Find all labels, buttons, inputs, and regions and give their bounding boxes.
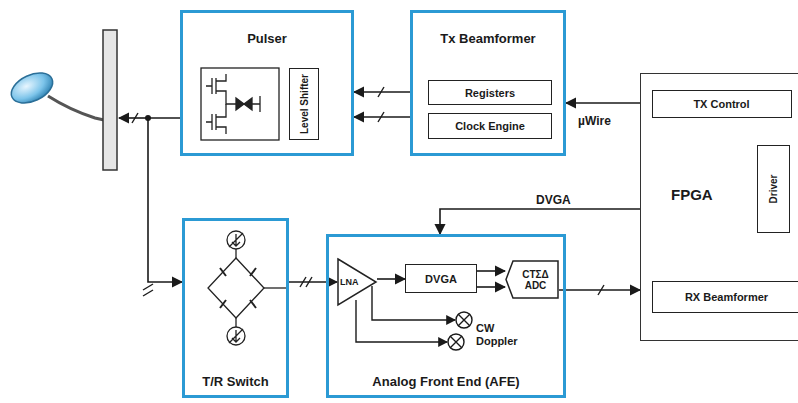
connector-arrow bbox=[289, 281, 337, 283]
node-text: LNA bbox=[340, 277, 359, 287]
transistor-symbol bbox=[201, 68, 279, 140]
clock-engine-box: Clock Engine bbox=[428, 113, 552, 139]
connector-arrow bbox=[440, 209, 640, 234]
transducer-array bbox=[103, 30, 117, 170]
connector-arrow bbox=[148, 118, 182, 282]
tr-switch-block: T/R Switch bbox=[182, 218, 289, 398]
ultrasound-probe bbox=[7, 67, 104, 120]
connector-arrow bbox=[477, 286, 505, 288]
fpga-block: FPGA TX ControlDriver RX Beamformer bbox=[640, 73, 798, 341]
adc-box: CTΣΔ ADC bbox=[505, 260, 559, 299]
signal-label: µWire bbox=[578, 114, 611, 128]
driver-box: Driver bbox=[757, 145, 790, 233]
node-text: Analog Front End (AFE) bbox=[329, 374, 563, 389]
node-text: Driver bbox=[768, 174, 779, 203]
node-text: Clock Engine bbox=[429, 114, 551, 138]
node-text: T/R Switch bbox=[185, 374, 286, 389]
node-text: DVGA bbox=[406, 265, 476, 292]
node-text: TX Control bbox=[653, 91, 791, 117]
connector-arrow bbox=[559, 289, 640, 291]
afe-block: Analog Front End (AFE) LNA DVGA CTΣΔ ADC bbox=[326, 234, 566, 398]
connector-arrow bbox=[477, 270, 505, 272]
diode-bridge bbox=[208, 231, 288, 345]
annotation-label: CW Doppler bbox=[476, 322, 534, 347]
connector-arrow bbox=[354, 91, 410, 93]
wire bbox=[119, 117, 148, 119]
connector-arrow bbox=[566, 102, 640, 104]
dvga-box: DVGA bbox=[405, 264, 477, 293]
connector-arrow bbox=[377, 278, 405, 280]
connector-arrow bbox=[354, 116, 410, 118]
tx-beamformer-block: Tx BeamformerRegistersClock Engine bbox=[410, 10, 566, 156]
lna-amplifier: LNA bbox=[337, 258, 377, 306]
tx-control-box: TX Control bbox=[652, 90, 792, 118]
node-text: CTΣΔ ADC bbox=[514, 268, 557, 291]
signal-label: DVGA bbox=[536, 193, 571, 207]
node-text: Registers bbox=[429, 81, 551, 104]
rx-beamformer-box: RX Beamformer bbox=[652, 281, 798, 313]
registers-box: Registers bbox=[428, 80, 552, 105]
level-shifter-box: Level Shifter bbox=[289, 68, 319, 140]
pulser-block: PulserLevel Shifter bbox=[180, 10, 354, 156]
mixer-symbol bbox=[356, 286, 472, 350]
node-text: FPGA bbox=[671, 186, 713, 203]
node-text: Pulser bbox=[183, 31, 351, 46]
node-text: Level Shifter bbox=[299, 74, 310, 134]
node-text: RX Beamformer bbox=[653, 282, 798, 312]
node-text: Tx Beamformer bbox=[413, 31, 563, 46]
